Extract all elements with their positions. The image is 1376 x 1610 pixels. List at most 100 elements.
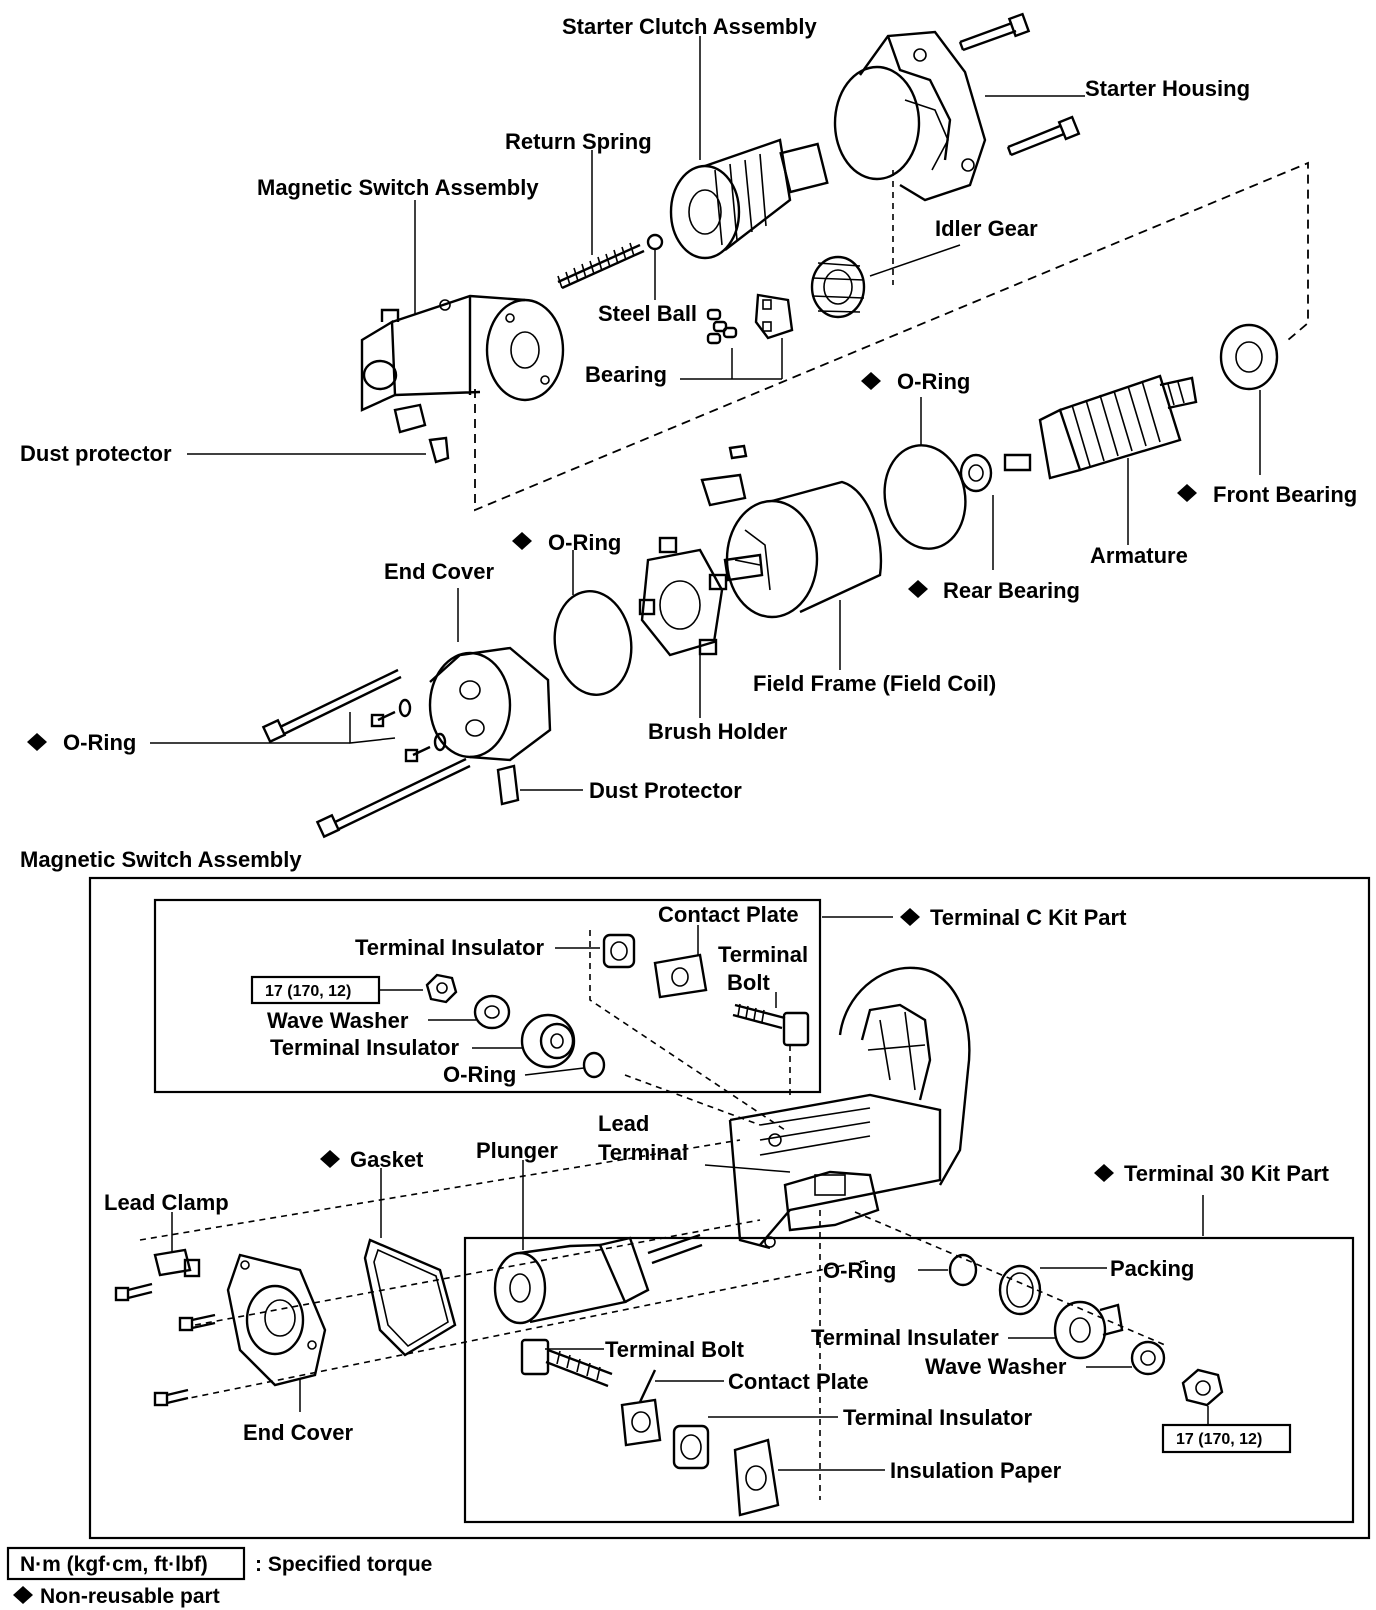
label-insulation-paper: Insulation Paper xyxy=(890,1458,1062,1483)
label-return-spring: Return Spring xyxy=(505,129,652,154)
lead-clamp xyxy=(153,1248,201,1278)
label-terminal-c-kit-part: Terminal C Kit Part xyxy=(930,905,1127,930)
legend-non-reusable: Non-reusable part xyxy=(40,1585,220,1608)
contact-plate-c xyxy=(653,953,708,999)
through-bolt-upper xyxy=(261,668,402,744)
label-lead-clamp: Lead Clamp xyxy=(104,1190,229,1215)
rear-bearing xyxy=(959,453,993,493)
nut-c xyxy=(425,973,458,1004)
wave-washer-c xyxy=(473,994,511,1030)
label-armature: Armature xyxy=(1090,543,1188,568)
label-end-cover-top: End Cover xyxy=(384,559,494,584)
label-packing: Packing xyxy=(1110,1256,1194,1281)
label-o-ring-top: O-Ring xyxy=(897,369,970,394)
torque-value-c: 17 (170, 12) xyxy=(265,983,351,1000)
label-terminal-insulater-30: Terminal Insulater xyxy=(811,1325,999,1350)
label-contact-plate-c: Contact Plate xyxy=(658,902,799,927)
o-ring-end-cover xyxy=(553,590,633,696)
label-terminal-bolt-c-line1: Terminal xyxy=(718,942,808,967)
terminal-c-kit-box xyxy=(153,898,822,1094)
o-ring-30 xyxy=(948,1253,978,1287)
armature xyxy=(1003,374,1198,480)
legend-torque-box xyxy=(6,1546,246,1581)
gasket xyxy=(363,1238,457,1357)
bearing xyxy=(706,293,794,345)
magnetic-switch-frame xyxy=(88,876,1371,1540)
label-o-ring-mid: O-Ring xyxy=(548,530,621,555)
label-wave-washer-30: Wave Washer xyxy=(925,1354,1067,1379)
label-starter-clutch-assembly: Starter Clutch Assembly xyxy=(562,14,817,39)
label-o-ring-left: O-Ring xyxy=(63,730,136,755)
label-lead-terminal-line2: Terminal xyxy=(598,1140,688,1165)
insulation-paper xyxy=(733,1438,780,1517)
label-o-ring-30: O-Ring xyxy=(823,1258,896,1283)
torque-box-30 xyxy=(1161,1423,1292,1454)
idler-gear xyxy=(810,255,866,319)
o-ring-field xyxy=(883,444,967,550)
legend-torque-desc: : Specified torque xyxy=(255,1553,432,1576)
label-terminal-insulator-c2: Terminal Insulator xyxy=(270,1035,460,1060)
label-front-bearing: Front Bearing xyxy=(1213,482,1357,507)
through-bolt-lower xyxy=(315,757,471,839)
starter-clutch-assembly xyxy=(669,138,829,260)
label-dust-protector-top: Dust protector xyxy=(20,441,172,466)
terminal-bolt-30 xyxy=(520,1338,613,1388)
magnetic-switch-assembly xyxy=(360,294,565,434)
small-screw-upper xyxy=(370,698,412,728)
nut-30 xyxy=(1181,1368,1224,1407)
end-cover-bottom xyxy=(226,1253,327,1387)
label-o-ring-c: O-Ring xyxy=(443,1062,516,1087)
label-end-cover-bottom: End Cover xyxy=(243,1420,353,1445)
end-cover-top xyxy=(428,646,552,762)
terminal-insulator-c1 xyxy=(602,933,636,969)
legend-torque-unit: N·m (kgf·cm, ft·lbf) xyxy=(20,1553,208,1576)
housing-bolt-mid xyxy=(1006,115,1081,157)
return-spring xyxy=(557,242,645,290)
label-starter-housing: Starter Housing xyxy=(1085,76,1250,101)
small-screw-lower xyxy=(404,732,447,763)
terminal-insulator-30 xyxy=(672,1424,710,1470)
dust-protector-bottom xyxy=(496,764,520,806)
label-terminal-bolt-c-line2: Bolt xyxy=(727,970,770,995)
packing xyxy=(998,1264,1042,1316)
label-gasket: Gasket xyxy=(350,1147,424,1172)
label-terminal-insulator-30: Terminal Insulator xyxy=(843,1405,1033,1430)
label-field-frame: Field Frame (Field Coil) xyxy=(753,671,996,696)
label-magnetic-switch-assembly: Magnetic Switch Assembly xyxy=(257,175,539,200)
front-bearing xyxy=(1219,323,1279,391)
starter-housing xyxy=(833,30,987,202)
label-wave-washer-c: Wave Washer xyxy=(267,1008,409,1033)
contact-plate-30 xyxy=(620,1369,662,1447)
label-brush-holder: Brush Holder xyxy=(648,719,788,744)
label-plunger: Plunger xyxy=(476,1138,558,1163)
label-terminal-insulator-c1: Terminal Insulator xyxy=(355,935,545,960)
magnetic-switch-body xyxy=(728,966,971,1250)
dust-protector-top xyxy=(428,436,450,464)
label-contact-plate-30: Contact Plate xyxy=(728,1369,869,1394)
field-frame xyxy=(700,473,883,619)
o-ring-c xyxy=(582,1051,606,1079)
housing-bolt-top xyxy=(958,12,1031,52)
terminal-bolt-c xyxy=(732,1003,810,1047)
terminal-insulater-30 xyxy=(1053,1300,1124,1360)
torque-value-30: 17 (170, 12) xyxy=(1176,1431,1262,1448)
end-cover-screw-2 xyxy=(178,1313,216,1332)
end-cover-screw-1 xyxy=(114,1282,153,1302)
clip xyxy=(728,444,748,460)
terminal-insulator-c2 xyxy=(520,1013,576,1069)
label-terminal-bolt-30: Terminal Bolt xyxy=(605,1337,745,1362)
wave-washer-30 xyxy=(1130,1340,1166,1376)
label-steel-ball: Steel Ball xyxy=(598,301,697,326)
steel-ball xyxy=(646,233,664,251)
label-lead-terminal-line1: Lead xyxy=(598,1111,649,1136)
legend-diamond xyxy=(13,1586,33,1604)
plunger xyxy=(493,1233,703,1325)
end-cover-screw-3 xyxy=(153,1388,189,1407)
label-terminal-30-kit-part: Terminal 30 Kit Part xyxy=(1124,1161,1330,1186)
section-title: Magnetic Switch Assembly xyxy=(20,847,302,872)
label-bearing: Bearing xyxy=(585,362,667,387)
brush-holder xyxy=(638,536,728,657)
terminal-30-kit-box xyxy=(463,1236,1355,1524)
label-rear-bearing: Rear Bearing xyxy=(943,578,1080,603)
